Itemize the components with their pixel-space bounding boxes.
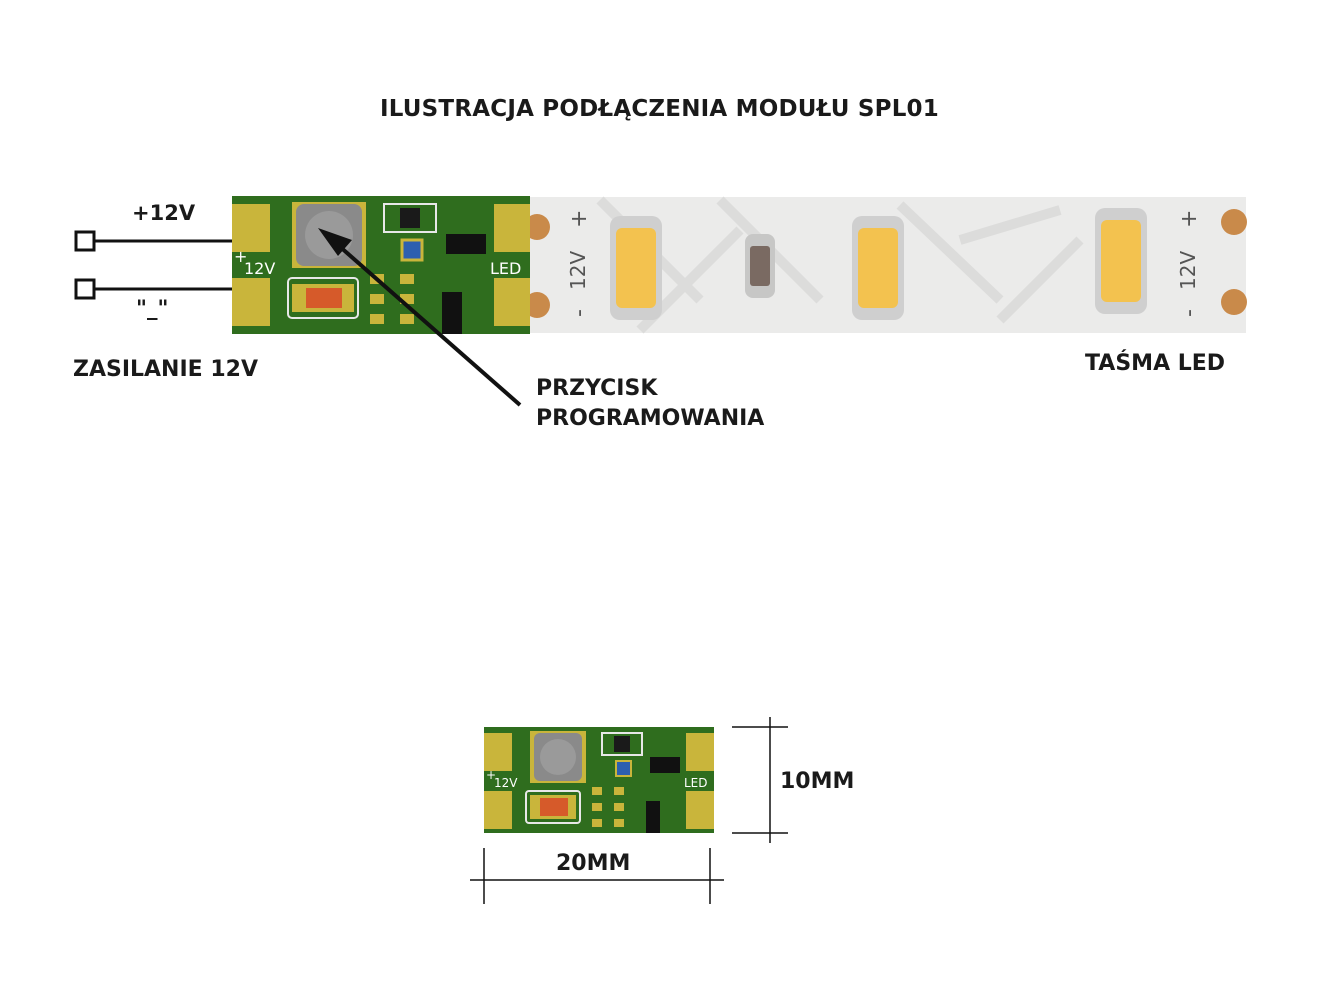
negative-terminal [74,278,96,300]
led-strip-label: TAŚMA LED [1085,351,1226,376]
button-label-line2: PROGRAMOWANIA [536,406,765,431]
pad-output-bottom [494,278,530,326]
pad-input-top [232,204,270,252]
pcb-output-silk: LED [490,259,521,278]
diode [287,277,359,319]
program-button-small [530,731,586,783]
diode-small [525,790,581,824]
strip-voltage-left: 12V [566,251,590,290]
strip-minus-left: - [567,309,592,317]
strip-pad-left-top [524,214,550,240]
pcb-plus-silk: + [234,247,247,266]
strip-plus-left: + [567,210,592,228]
ic-chip [446,234,486,254]
pcb-board [232,196,530,334]
power-wires [74,230,250,300]
transistor [400,208,420,228]
strip-pad-right-bottom [1221,289,1247,315]
pcb-small-output-silk: LED [684,776,708,790]
strip-pad-left-bottom [524,292,550,318]
negative-wire-label: "_" [136,296,169,320]
led-strip: + 12V - + 12V - [524,196,1247,334]
transistor-outline [383,203,437,233]
pcb-input-silk: 12V [244,259,275,278]
led-chip-1 [610,216,662,320]
pcb-module-small: + 12V LED [484,727,714,833]
pcb-small-input-silk: 12V [494,776,518,790]
positive-terminal [74,230,96,252]
resistor-chip [745,234,775,298]
width-dimension-label: 20MM [556,851,631,876]
pcb-module: + 12V LED [232,196,530,334]
strip-pad-right-top [1221,209,1247,235]
positive-wire-label: +12V [132,201,196,225]
ic-chip-2 [442,292,462,334]
strip-minus-right: - [1177,309,1202,317]
led-chip-2 [852,216,904,320]
button-pointer-arrow [318,228,522,407]
dimension-lines [470,717,788,904]
pcb-board-small [484,727,714,833]
diagram-title: ILUSTRACJA PODŁĄCZENIA MODUŁU SPL01 [380,96,939,122]
led-chip-3 [1095,208,1147,314]
pad-input-bottom [232,278,270,326]
height-dimension-label: 10MM [780,769,855,794]
pcb-small-plus-silk: + [486,768,496,782]
strip-voltage-right: 12V [1176,251,1200,290]
pad-output-top [494,204,530,252]
capacitor [400,238,424,262]
strip-plus-right: + [1177,210,1202,228]
power-supply-label: ZASILANIE 12V [73,357,258,382]
button-label-line1: PRZYCISK [536,376,658,401]
